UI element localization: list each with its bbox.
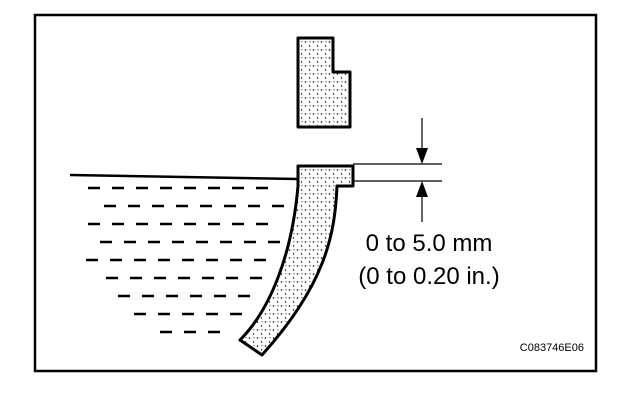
lower-component bbox=[238, 164, 355, 357]
dimension-arrows bbox=[416, 118, 428, 222]
measurement-inch-label: (0 to 0.20 in.) bbox=[358, 263, 500, 290]
figure-code-label: C083746E06 bbox=[519, 342, 584, 354]
liquid-dashes bbox=[86, 186, 284, 334]
upper-component bbox=[296, 36, 352, 129]
outer-frame bbox=[33, 13, 598, 373]
measurement-mm-label: 0 to 5.0 mm bbox=[365, 230, 493, 257]
liquid-surface-line bbox=[69, 173, 299, 181]
